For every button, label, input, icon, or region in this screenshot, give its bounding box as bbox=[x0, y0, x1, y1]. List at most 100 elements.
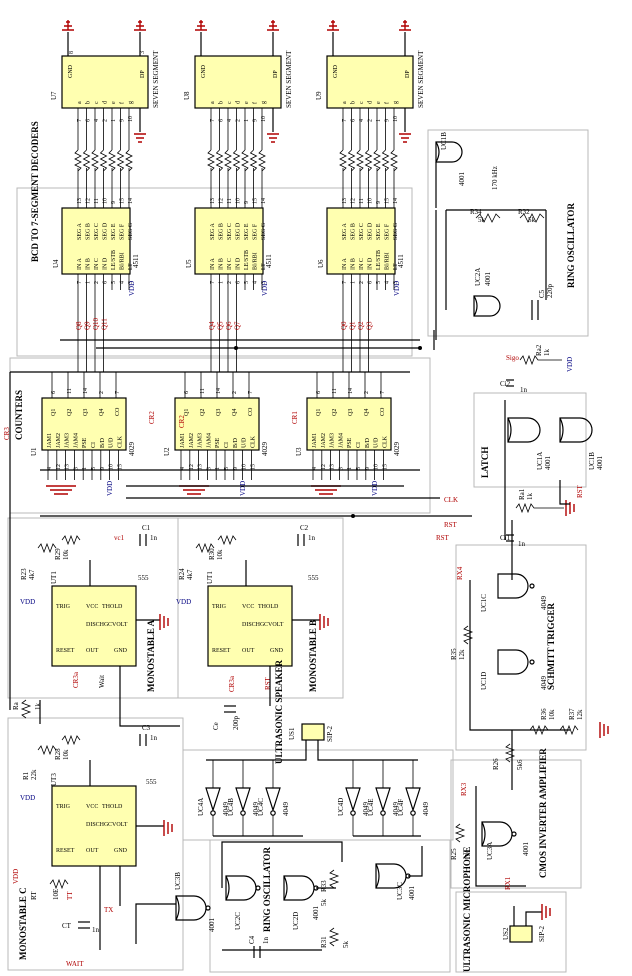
cnt1-botnum-4: 1 bbox=[215, 467, 221, 470]
u9-gnd-label: GND bbox=[333, 64, 339, 78]
cnt2-top-1: Q2 bbox=[332, 409, 338, 416]
cnt1-top-1: Q2 bbox=[200, 409, 206, 416]
disp1-seg-a: a bbox=[210, 101, 216, 104]
cmos-amp-label: CMOS INVERTER AMPLIFIER bbox=[538, 748, 548, 878]
cnt2-botnum-4: 1 bbox=[347, 467, 353, 470]
counter-wires: CLK RST bbox=[9, 339, 472, 710]
disp0-seg-g: g bbox=[128, 101, 134, 104]
r1-ref: R1 bbox=[22, 771, 30, 780]
inv-part-4: 4049 bbox=[392, 802, 400, 817]
speaker-label: ULTRASONIC SPEAKER bbox=[274, 660, 284, 764]
uc1b-top-part: 4001 bbox=[458, 172, 466, 187]
schmitt-block: RX4 UC1C UC1D 4049 4049 SCHMITT TRIGGER … bbox=[450, 520, 609, 790]
inv-part-5: 4049 bbox=[422, 802, 430, 817]
cnt0-bot-7: U/D bbox=[109, 437, 115, 448]
cnt0-botnum-7: 10 bbox=[109, 464, 115, 470]
u1-ref: U1 bbox=[30, 447, 38, 456]
q-label-0-2: Q10 bbox=[92, 317, 100, 330]
dec0-out-2: SEG C bbox=[94, 223, 100, 240]
uc3c-part: 4001 bbox=[408, 886, 416, 901]
mono-c-part: 555 bbox=[146, 778, 157, 786]
mono-b-reset: RESET bbox=[212, 648, 231, 654]
dec2-in-0: IN A bbox=[342, 258, 348, 271]
inv-ref-2: UC4C bbox=[257, 798, 265, 816]
dec0-out-4: SEG E bbox=[111, 223, 117, 240]
q-label-0-3: Q11 bbox=[101, 318, 109, 330]
disp2-pin-3: 2 bbox=[368, 119, 374, 122]
dec1-outnum-1: 12 bbox=[219, 198, 225, 204]
dec1-outnum-2: 11 bbox=[227, 198, 233, 204]
cnt2-bot-6: B/D bbox=[365, 437, 371, 448]
dec1-in-3: IN D bbox=[236, 257, 242, 270]
cnt2-topnum-1: 11 bbox=[332, 388, 338, 394]
disp1-pin-6: 10 bbox=[261, 116, 267, 122]
seven-segment-u8: U8 SEVEN SEGMENT GND DP bbox=[183, 32, 293, 132]
dec0-in-2: IN C bbox=[94, 258, 100, 270]
dec1-out-0: SEG A bbox=[210, 222, 216, 240]
disp2-pin-1: 6 bbox=[351, 119, 357, 122]
cnt2-bot-1: JAM2 bbox=[321, 433, 327, 448]
disp0-pin-5: 9 bbox=[120, 119, 126, 122]
cnt2-bot-0: JAM1 bbox=[312, 433, 318, 448]
disp0-pin-6: 10 bbox=[128, 116, 134, 122]
dec0-outnum-5: 15 bbox=[120, 198, 126, 204]
dec0-outnum-4: 9 bbox=[111, 201, 117, 204]
cnt1-bot-4: PSE bbox=[215, 437, 221, 448]
dec2-outnum-1: 12 bbox=[351, 198, 357, 204]
mono-b-trig: TRIG bbox=[212, 604, 227, 610]
mono-a-gnd: GND bbox=[114, 648, 128, 654]
dec2-outnum-3: 10 bbox=[368, 198, 374, 204]
r25-val: 1M bbox=[464, 850, 472, 861]
ra1-val: 1k bbox=[526, 493, 534, 501]
disp1-pin-4: 1 bbox=[244, 119, 250, 122]
cnt1-bot-7: U/D bbox=[242, 437, 248, 448]
u8-name: SEVEN SEGMENT bbox=[285, 50, 293, 108]
mono-a-cvolt: CVOLT bbox=[108, 622, 128, 628]
uc1d-ref: UC1D bbox=[480, 672, 488, 690]
inv-part-2: 4049 bbox=[282, 802, 290, 817]
disp1-pin-0: 7 bbox=[210, 119, 216, 122]
ra-ref: Ra bbox=[12, 701, 20, 710]
schmitt-part-c: 4049 bbox=[540, 596, 548, 611]
dec2-in-4: LE/STB bbox=[376, 250, 382, 270]
disp0-seg-d: d bbox=[103, 101, 109, 104]
uc2a-part: 4001 bbox=[484, 272, 492, 287]
dec1-innum-3: 6 bbox=[236, 281, 242, 284]
dec1-out-2: SEG C bbox=[227, 223, 233, 240]
u9-dp-label: DP bbox=[405, 70, 411, 78]
u8-ref: U8 bbox=[183, 91, 191, 100]
q-label-2-2: Q2 bbox=[357, 321, 365, 330]
dec0-vdd: VDD bbox=[128, 281, 136, 296]
disp2-seg-b: b bbox=[351, 101, 357, 104]
dec2-out-3: SEG D bbox=[368, 222, 374, 240]
dec1-outnum-4: 9 bbox=[244, 201, 250, 204]
speaker-ref: US1 bbox=[288, 727, 296, 740]
dec0-outnum-1: 12 bbox=[86, 198, 92, 204]
disp2-pin-2: 4 bbox=[359, 119, 365, 122]
c4-val: 1n bbox=[262, 937, 270, 945]
dec2-vdd: VDD bbox=[393, 281, 401, 296]
cmos-amp: RX3 UC3A 4001 R25 1M CMOS INVERTER AMPLI… bbox=[450, 748, 548, 887]
r37-val: 12k bbox=[576, 709, 584, 720]
ring-osc-top-label: RING OSCILLATOR bbox=[566, 203, 576, 288]
dec1-out-5: SEG F bbox=[253, 223, 259, 240]
r24-val: 4k7 bbox=[186, 569, 194, 580]
disp2-pin-6: 10 bbox=[393, 116, 399, 122]
cnt0-bot-2: JAM3 bbox=[65, 433, 71, 448]
dec2-in-3: IN D bbox=[368, 257, 374, 270]
u3-part: 4029 bbox=[393, 442, 401, 457]
mono-c-ref: UT3 bbox=[50, 773, 58, 786]
inv-part-3: 4049 bbox=[362, 802, 370, 817]
c1-ref: C1 bbox=[142, 524, 151, 532]
mono-b-vcc: VCC bbox=[242, 604, 254, 610]
cnt2-botnum-8: 15 bbox=[382, 464, 388, 470]
cnt0-vdd: VDD bbox=[106, 481, 114, 496]
dec0-in-5: BI/RBI bbox=[120, 252, 126, 270]
cnt2-top-3: Q4 bbox=[364, 409, 370, 416]
u4-ref: U4 bbox=[52, 259, 60, 268]
uc3b-ref: UC3B bbox=[174, 872, 182, 890]
disp0-seg-e: e bbox=[111, 101, 117, 104]
